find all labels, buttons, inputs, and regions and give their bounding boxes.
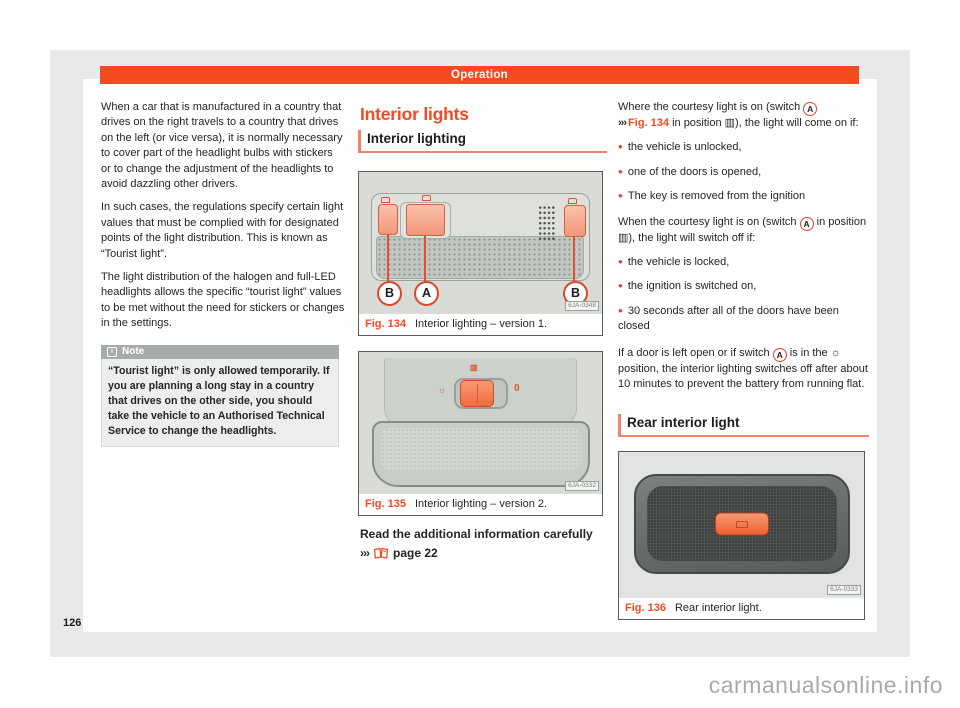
read-more-callout: Read the additional information carefull… bbox=[360, 526, 604, 561]
figure-label: Fig. 136 bbox=[625, 602, 666, 614]
switch-b-right bbox=[564, 205, 586, 237]
rocker-switch bbox=[460, 380, 494, 407]
leader-line bbox=[387, 234, 389, 282]
subsection-title-interior-lighting: Interior lighting bbox=[358, 130, 607, 153]
list-item: ● the vehicle is locked, bbox=[618, 254, 870, 270]
leader-line bbox=[424, 235, 426, 282]
rear-light-fixture bbox=[634, 474, 850, 574]
list-item-text: 30 seconds after all of the doors have b… bbox=[618, 304, 839, 333]
note-body: “Tourist light” is only allowed temporar… bbox=[101, 358, 339, 447]
list-item-text: the vehicle is locked, bbox=[627, 256, 730, 269]
figure-134-image: B A B 6JA-0348 bbox=[359, 172, 602, 314]
paragraph: When a car that is manufactured in a cou… bbox=[101, 101, 343, 191]
list-item-text: the ignition is switched on, bbox=[627, 280, 757, 293]
lens-texture bbox=[647, 486, 837, 561]
figure-label: Fig. 134 bbox=[365, 318, 406, 330]
bullet-icon: ● bbox=[618, 281, 623, 291]
lens-texture bbox=[381, 428, 581, 470]
page-reference: page 22 bbox=[393, 546, 438, 560]
text-run: When the courtesy light is on (switch bbox=[618, 215, 800, 228]
figure-135-image: ☼ ▥ 0 6JA-0332 bbox=[359, 352, 602, 494]
chevrons: ››› bbox=[360, 546, 370, 560]
list-item: ● the vehicle is unlocked, bbox=[618, 139, 870, 155]
door-contact-symbol: ▥ bbox=[470, 363, 478, 372]
figure-reference: Fig. 134 bbox=[628, 117, 670, 129]
figure-code: 6JA-0348 bbox=[565, 301, 599, 311]
page-number: 126 bbox=[63, 617, 82, 629]
paragraph: If a door is left open or if switch A is… bbox=[618, 346, 870, 393]
chevrons: ››› bbox=[618, 117, 629, 129]
note-header: i Note bbox=[101, 344, 339, 359]
leader-line bbox=[573, 236, 575, 282]
paragraph: When the courtesy light is on (switch A … bbox=[618, 215, 870, 246]
figure-caption-text: Rear interior light. bbox=[674, 602, 762, 614]
figure-code: 6JA-0333 bbox=[827, 585, 861, 595]
figure-caption-text: Interior lighting – version 2. bbox=[414, 498, 548, 510]
info-icon: i bbox=[107, 346, 117, 357]
bullet-icon: ● bbox=[618, 166, 623, 176]
light-lens bbox=[372, 421, 590, 487]
paragraph: In such cases, the regulations specify c… bbox=[101, 201, 344, 260]
marker-b: B bbox=[377, 281, 402, 306]
figure-135: ☼ ▥ 0 6JA-0332 Fig. 135 Interior lighting… bbox=[358, 351, 603, 516]
lamp-icon bbox=[381, 197, 390, 203]
figure-134: B A B 6JA-0348 Fig. 134 Interior lighting… bbox=[358, 171, 603, 336]
microphone-grille bbox=[538, 205, 556, 242]
bullet-icon: ● bbox=[618, 257, 623, 267]
bullet-icon: ● bbox=[618, 142, 623, 152]
watermark: carmanualsonline.info bbox=[708, 672, 943, 698]
figure-134-caption: Fig. 134 Interior lighting – version 1. bbox=[359, 314, 602, 335]
read-more-text: Read the additional information carefull… bbox=[360, 527, 593, 541]
lamp-icon bbox=[736, 520, 748, 528]
list-item: ●30 seconds after all of the doors have … bbox=[618, 303, 870, 335]
text-run: If a door is left open or if switch bbox=[618, 346, 773, 359]
text-run: is in the ☼ position, the interior light… bbox=[618, 346, 868, 391]
paragraph: Where the courtesy light is on (switch A… bbox=[618, 100, 870, 131]
list-item-text: one of the doors is opened, bbox=[627, 165, 762, 178]
list-item: ● the ignition is switched on, bbox=[618, 278, 870, 294]
off-position-label: 0 bbox=[514, 383, 520, 394]
chapter-title: Operation bbox=[450, 69, 508, 81]
right-column: Where the courtesy light is on (switch A… bbox=[618, 100, 870, 400]
section-title: Interior lights bbox=[360, 104, 469, 124]
list-item-text: The key is removed from the ignition bbox=[627, 190, 806, 203]
list-item: ● The key is removed from the ignition bbox=[618, 188, 870, 204]
light-lens bbox=[376, 236, 584, 279]
figure-135-caption: Fig. 135 Interior lighting – version 2. bbox=[359, 494, 602, 515]
text-run: in position ▥), the light will come on i… bbox=[669, 117, 859, 129]
figure-136: 6JA-0333 Fig. 136 Rear interior light. bbox=[618, 451, 865, 620]
switch-a bbox=[406, 204, 445, 236]
light-on-symbol: ☼ bbox=[438, 385, 447, 395]
switch-a-badge: A bbox=[772, 347, 787, 362]
figure-label: Fig. 135 bbox=[365, 498, 406, 510]
switch-b-left bbox=[378, 204, 398, 235]
figure-136-image: 6JA-0333 bbox=[619, 452, 864, 598]
bullet-icon: ● bbox=[618, 305, 623, 315]
lamp-icon bbox=[422, 195, 431, 201]
figure-136-caption: Fig. 136 Rear interior light. bbox=[619, 598, 864, 619]
figure-caption-text: Interior lighting – version 1. bbox=[414, 318, 548, 330]
figure-code: 6JA-0332 bbox=[565, 481, 599, 491]
note-title: Note bbox=[122, 345, 145, 357]
text-run: Where the courtesy light is on (switch bbox=[618, 101, 804, 113]
paragraph: The light distribution of the halogen an… bbox=[101, 271, 345, 330]
switch-a-badge: A bbox=[803, 102, 818, 116]
text-run: in position ▥), the light will switch of… bbox=[618, 215, 867, 244]
list-item-text: the vehicle is unlocked, bbox=[627, 141, 742, 154]
bullet-icon: ● bbox=[618, 191, 623, 201]
light-button bbox=[715, 512, 769, 536]
list-item: ● one of the doors is opened, bbox=[618, 164, 870, 180]
book-icon bbox=[373, 547, 389, 559]
marker-a: A bbox=[414, 281, 439, 306]
lamp-icon bbox=[568, 198, 577, 204]
note-box: i Note “Tourist light” is only allowed t… bbox=[101, 344, 339, 447]
chapter-header-bar: Operation bbox=[100, 66, 859, 84]
left-column: When a car that is manufactured in a cou… bbox=[101, 100, 345, 447]
switch-a-badge: A bbox=[799, 216, 814, 231]
subsection-title-rear-interior-light: Rear interior light bbox=[618, 414, 869, 437]
